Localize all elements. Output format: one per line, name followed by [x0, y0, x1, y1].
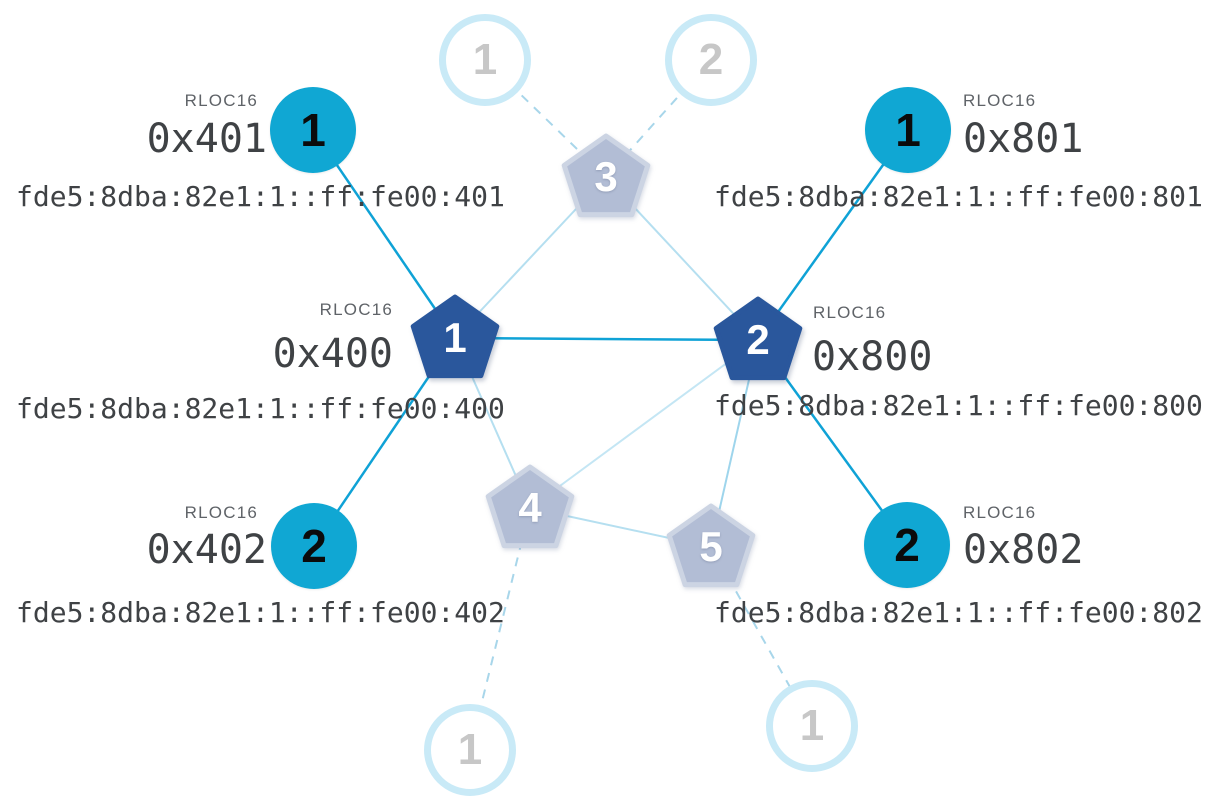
- node-number: 5: [699, 523, 723, 570]
- node-number: 1: [300, 104, 326, 156]
- pentagon-icon: [410, 294, 500, 379]
- link-router4-router2: [529, 339, 759, 509]
- child-node-402[interactable]: 2: [271, 503, 357, 589]
- router-node-4[interactable]: 4: [484, 464, 576, 552]
- node-number: 2: [894, 519, 920, 571]
- rloc16-caption-router2: RLOC16: [813, 303, 887, 322]
- ipv6-address-router1: fde5:8dba:82e1:1::ff:fe00:400: [16, 392, 505, 425]
- rloc16-caption-child402: RLOC16: [184, 503, 258, 522]
- node-number: 1: [472, 35, 498, 84]
- faded-child-node-bottom-left[interactable]: 1: [424, 704, 516, 796]
- rloc16-value-router2: 0x800: [812, 334, 933, 380]
- node-number: 1: [457, 725, 483, 774]
- rloc16-caption-child801: RLOC16: [963, 91, 1037, 110]
- node-number: 3: [594, 153, 618, 200]
- rloc16-value-child402: 0x402: [146, 527, 267, 573]
- rloc16-caption-child802: RLOC16: [963, 503, 1037, 522]
- rloc16-caption-child401: RLOC16: [184, 91, 258, 110]
- link-router1-router2: [454, 336, 759, 342]
- router-node-5[interactable]: 5: [665, 503, 757, 591]
- pentagon-icon: [713, 296, 803, 381]
- faded-child-node-bottom-right[interactable]: 1: [766, 680, 858, 772]
- node-number: 2: [746, 316, 770, 363]
- node-number: 1: [799, 701, 825, 750]
- node-number: 2: [301, 520, 327, 572]
- faded-child-node-top-2[interactable]: 2: [665, 14, 757, 106]
- node-number: 2: [698, 35, 724, 84]
- ipv6-address-router2: fde5:8dba:82e1:1::ff:fe00:800: [714, 389, 1203, 422]
- faded-child-node-top-1[interactable]: 1: [439, 14, 531, 106]
- child-node-401[interactable]: 1: [270, 87, 356, 173]
- rloc16-value-child801: 0x801: [963, 116, 1084, 162]
- ipv6-address-child802: fde5:8dba:82e1:1::ff:fe00:802: [714, 596, 1203, 629]
- router-node-2[interactable]: 2: [712, 296, 804, 384]
- child-node-802[interactable]: 2: [864, 502, 950, 588]
- router-node-3[interactable]: 3: [560, 133, 652, 221]
- rloc16-value-router1: 0x400: [272, 331, 393, 377]
- node-number: 1: [443, 314, 467, 361]
- ipv6-address-child401: fde5:8dba:82e1:1::ff:fe00:401: [16, 180, 505, 213]
- ipv6-address-child801: fde5:8dba:82e1:1::ff:fe00:801: [714, 180, 1203, 213]
- rloc16-value-child401: 0x401: [146, 116, 267, 162]
- node-number: 1: [895, 104, 921, 156]
- router-node-1[interactable]: 1: [409, 294, 501, 382]
- pentagon-icon: [561, 133, 651, 218]
- rloc16-value-child802: 0x802: [963, 527, 1084, 573]
- ipv6-address-child402: fde5:8dba:82e1:1::ff:fe00:402: [16, 596, 505, 629]
- pentagon-icon: [485, 464, 575, 549]
- rloc16-caption-router1: RLOC16: [319, 300, 393, 319]
- pentagon-icon: [666, 503, 756, 588]
- node-number: 4: [518, 484, 542, 531]
- child-node-801[interactable]: 1: [865, 87, 951, 173]
